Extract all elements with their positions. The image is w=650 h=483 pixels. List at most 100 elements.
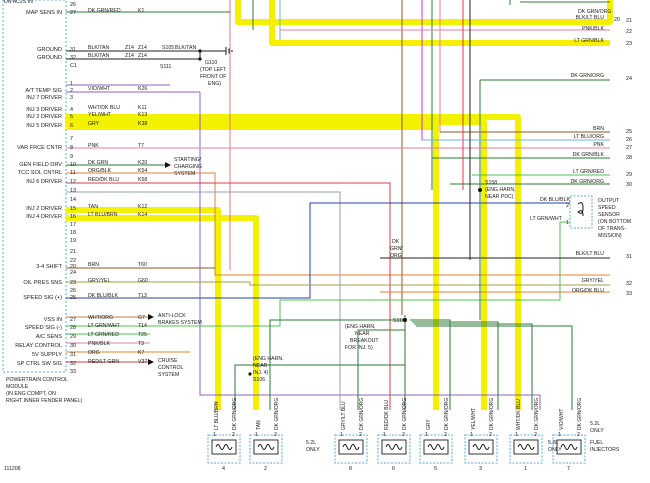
arrow-icon	[148, 162, 171, 365]
right-pin-number: 24	[626, 76, 632, 82]
antilock-line-0: ANTI-LOCK	[158, 313, 186, 319]
pcm-circuit: T7	[138, 143, 144, 149]
pcm-pin-number: 10	[70, 162, 76, 168]
right-wire-color: BLK/LT BLU	[576, 15, 605, 21]
pcm-circuit: K13	[138, 112, 147, 118]
pcm-box	[2, 0, 67, 373]
injector-wire-b: DK GRN/ORG	[577, 398, 583, 430]
splice-dots	[198, 49, 482, 376]
cruise-line-2: SYSTEM	[158, 372, 179, 378]
pcm-pin-number: 6	[70, 123, 73, 129]
pcm-pin-label: INJ 2 DRIVER	[26, 114, 62, 120]
pcm-extra-pin: 24	[70, 270, 76, 276]
right-wire-color: BRN	[593, 126, 604, 132]
osc-line-4: OF TRANS-	[598, 226, 626, 232]
right-pin-number: 22	[626, 29, 632, 35]
osc-line-5: MISSION)	[598, 233, 622, 239]
s158-callout: S158 (ENG HARN, NEAR PDC)	[485, 180, 516, 200]
s106-line-3: S106	[253, 377, 265, 383]
injector-pin-2: 2	[489, 432, 492, 438]
pcm-pin-number: 4	[70, 107, 73, 113]
injector-body	[381, 439, 407, 455]
pcm-pin-label: INJ 4 DRIVER	[26, 214, 62, 220]
injector-pin-2: 2	[402, 432, 405, 438]
pcm-circuit: K38	[138, 121, 147, 127]
top-cut-label: DN AC2S IN	[4, 0, 33, 5]
injector-wire-b: DK GRN/ORG	[444, 398, 450, 430]
pcm-wire-color: LT GRN/WHT	[88, 323, 121, 329]
pcm-pin-label: SPEED SIG (-)	[25, 325, 62, 331]
pcm-extra-pin: 18	[70, 230, 76, 236]
antilock-line-1: BRAKES SYSTEM	[158, 320, 202, 326]
pcm-pin-number: 8	[70, 145, 73, 151]
fi-line-1: ONLY	[590, 428, 604, 434]
sensor-pin-2: 2	[566, 203, 569, 209]
pcm-pin-number: 3	[70, 95, 73, 101]
pcm-pin-number: 16	[70, 214, 76, 220]
injector-body	[338, 439, 364, 455]
pcm-circuit: T3	[138, 341, 144, 347]
vlabel-0: DK	[392, 239, 400, 245]
injector-pin-2: 2	[534, 432, 537, 438]
injector-number: 8	[349, 466, 352, 472]
injector-pin-1: 1	[558, 432, 561, 438]
pcm-wire-color: VIO/WHT	[88, 86, 111, 92]
injector-body	[513, 439, 539, 455]
pcm-pin-number: 31	[70, 352, 76, 358]
pcm-pin-label: RELAY CONTROL	[15, 343, 62, 349]
pcm-pin-label: SPEED SIG (+)	[23, 295, 62, 301]
injector-box	[207, 434, 241, 464]
coil-icon	[517, 444, 535, 450]
pcm-wire-color: DK BLU/BLK	[88, 293, 119, 299]
injector-wire-a: WHT/DK BLU	[516, 399, 522, 430]
pcm-pin-label: A/C SENS	[36, 334, 62, 340]
injector-wire-a: RED/DK BLU	[384, 400, 390, 430]
pcm-pin-label: MAP SENS IN	[26, 10, 62, 16]
injector-pin-2: 2	[232, 432, 235, 438]
pcm-pin-label: GROUND	[37, 55, 62, 61]
s106-line-0: (ENG HARN,	[253, 356, 284, 362]
pcm-wire-color: BLK/TAN	[88, 53, 109, 59]
pcm-wire-color: RED/DK BLU	[88, 177, 119, 183]
cruise-callout: CRUISE CONTROL SYSTEM	[158, 358, 183, 378]
g110-line-0: G110	[205, 60, 217, 66]
injector-box	[464, 434, 498, 464]
g110-line-1: (TOP LEFT	[200, 67, 227, 73]
pcm-pin-label: INJ 6 DRIVER	[26, 179, 62, 185]
injector-pin-2: 2	[577, 432, 580, 438]
pcm-pin-number: 27	[70, 10, 76, 16]
s111-label: S111	[160, 64, 171, 70]
pcm-pin-number: 5	[70, 114, 73, 120]
s110-line-0: S110	[393, 318, 405, 324]
s110-line-1: (ENG HARN,	[345, 324, 376, 330]
fi-line-3: INJECTORS	[590, 447, 620, 453]
antilock-callout: ANTI-LOCK BRAKES SYSTEM	[158, 313, 202, 326]
right-wire-color: DK GRN/BLK	[573, 152, 605, 158]
pcm-wire-color: GRY	[88, 121, 100, 127]
pcm-pin-label: INJ 5 DRIVER	[26, 123, 62, 129]
injector-pin-1: 1	[213, 432, 216, 438]
pcm-circuit: T25	[138, 332, 147, 338]
injector-wire-b: DK GRN/ORG	[274, 398, 280, 430]
starting-line-0: STARTING/	[174, 157, 202, 163]
s106-callout: (ENG HARN, NEAR INJ. 4) S106	[253, 356, 284, 383]
right-pin-number: 27	[626, 145, 632, 151]
pcm-circuit: T60	[138, 262, 147, 268]
g110-callout: G110 (TOP LEFT FRONT OF ENG)	[200, 60, 227, 87]
pcm-pin-label: GEN FIELD DRV	[19, 162, 62, 168]
cruise-line-1: CONTROL	[158, 365, 183, 371]
right-wire-color: LT BLU/ORG	[574, 134, 604, 140]
injector-box	[377, 434, 411, 464]
right-wire-color: ORG/DK BLU	[572, 288, 604, 294]
s110-line-3: BREAKOUT	[350, 338, 379, 344]
injector-wire-b: DK GRN/ORG	[534, 398, 540, 430]
pcm-pin-number: 27	[70, 317, 76, 323]
starting-callout: STARTING/ CHARGING SYSTEM	[174, 157, 202, 177]
fi-line-2: FUEL	[590, 440, 603, 446]
pcm-wire-color: LT GRN/RED	[88, 332, 119, 338]
